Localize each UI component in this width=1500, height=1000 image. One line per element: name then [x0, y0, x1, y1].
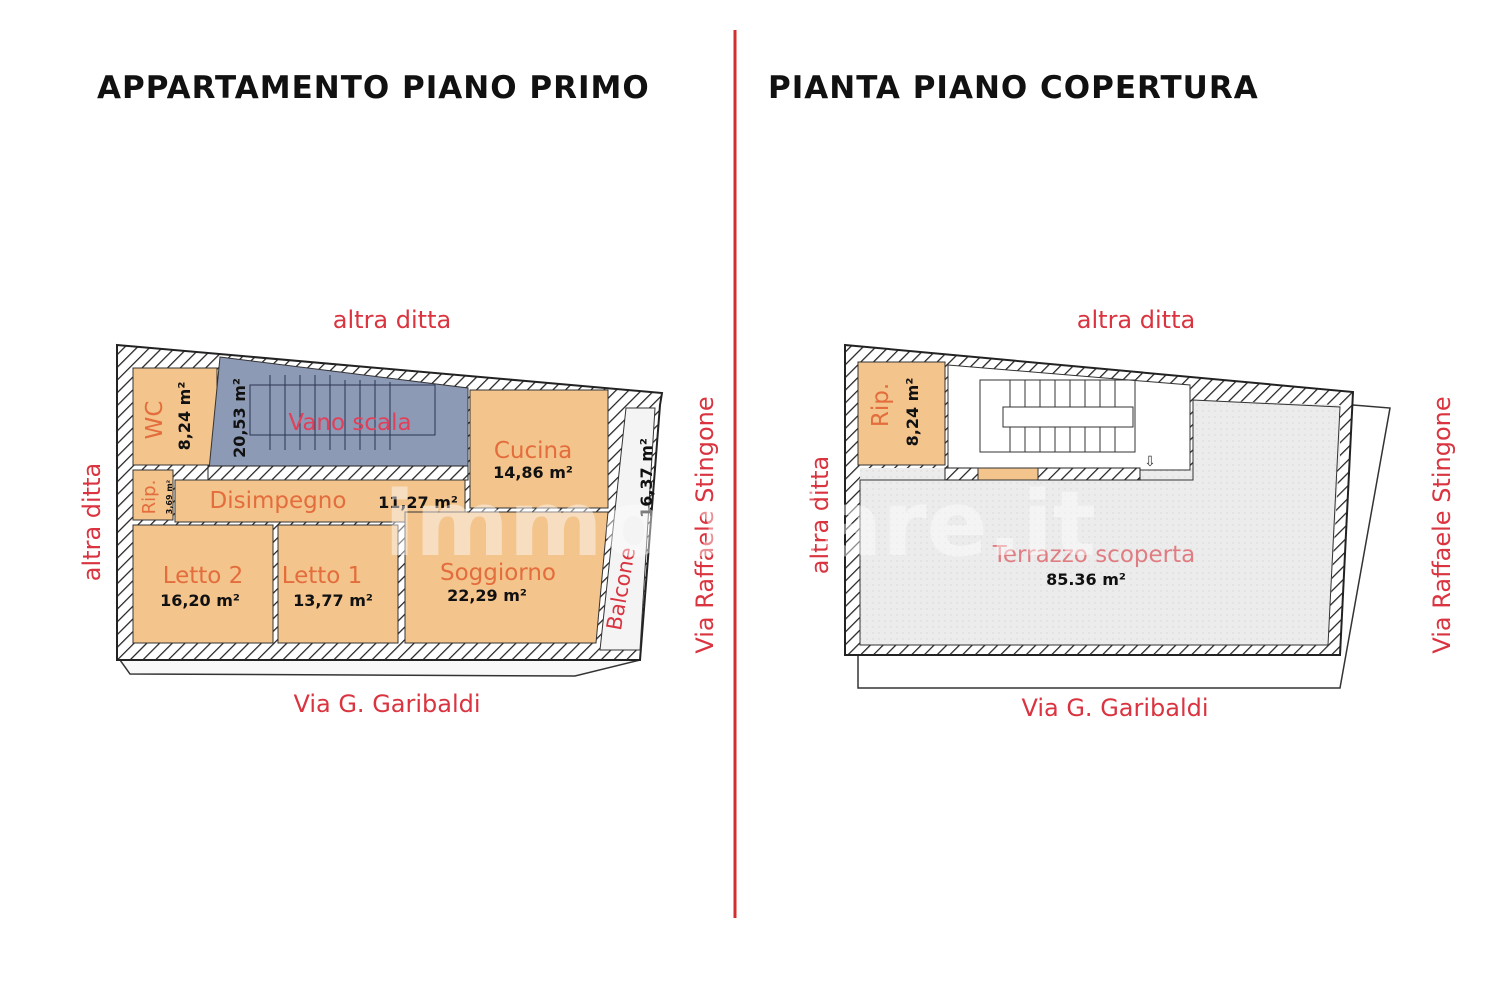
balcony — [599, 407, 656, 651]
room-area: 8,24 m² — [175, 382, 194, 451]
street-left-label: altra ditta — [78, 463, 106, 581]
room-label: Vano scala — [288, 410, 411, 436]
room-letto-1 — [277, 524, 399, 644]
room-soggiorno — [404, 511, 609, 644]
street-top-label: altra ditta — [1077, 306, 1195, 334]
room-label: WC — [142, 401, 168, 440]
stairs-icon — [979, 379, 1136, 453]
room-area: 14,86 m² — [493, 463, 573, 482]
room-label: Letto 1 — [282, 563, 363, 589]
street-bottom-label: Via G. Garibaldi — [1021, 694, 1208, 722]
left-plan-title: APPARTAMENTO PIANO PRIMO — [97, 70, 650, 106]
room-label: Soggiorno — [440, 560, 556, 586]
right-floor-plan: ⇩ altra ditta altra ditta Via Raffaele S… — [806, 306, 1456, 722]
street-sidewalk — [118, 659, 641, 677]
room-area: 20,53 m² — [230, 378, 249, 458]
room-label: Rip. — [868, 383, 894, 427]
room-area: 16,37 m² — [637, 438, 656, 518]
room-ripostiglio — [857, 361, 946, 466]
left-floor-plan: altra ditta altra ditta Via Raffaele Sti… — [78, 306, 719, 718]
street-right-label: Via Raffaele Stingone — [1428, 396, 1456, 653]
room-terrazzo — [859, 399, 1341, 646]
room-label: Rip. — [139, 480, 160, 515]
room-area: 13,77 m² — [293, 591, 373, 610]
stairwell — [947, 364, 1191, 471]
room-area: 22,29 m² — [447, 586, 527, 605]
room-label: Disimpegno — [210, 488, 347, 514]
room-label: Cucina — [494, 438, 572, 464]
street-left-label: altra ditta — [806, 456, 834, 574]
room-ripostiglio — [132, 469, 174, 521]
room-letto-2 — [132, 524, 274, 644]
watermark-logo: immobiliare.it — [384, 472, 1095, 577]
arrow-down-icon: ⇩ — [1144, 454, 1156, 470]
street-top-label: altra ditta — [333, 306, 451, 334]
stairs-icon — [249, 375, 436, 450]
street-bottom-label: Via G. Garibaldi — [293, 690, 480, 718]
door-opening — [977, 467, 1039, 481]
room-label: Letto 2 — [163, 563, 244, 589]
room-cucina — [469, 389, 609, 509]
room-area: 85.36 m² — [1046, 570, 1126, 589]
street-right-label: Via Raffaele Stingone — [691, 396, 719, 653]
room-area: 3,69 m² — [165, 479, 174, 514]
right-plan-title: PIANTA PIANO COPERTURA — [768, 70, 1259, 106]
room-area: 11,27 m² — [378, 493, 458, 512]
room-area: 8,24 m² — [903, 378, 922, 447]
room-area: 16,20 m² — [160, 591, 240, 610]
room-label: Terrazzo scoperta — [992, 542, 1195, 568]
